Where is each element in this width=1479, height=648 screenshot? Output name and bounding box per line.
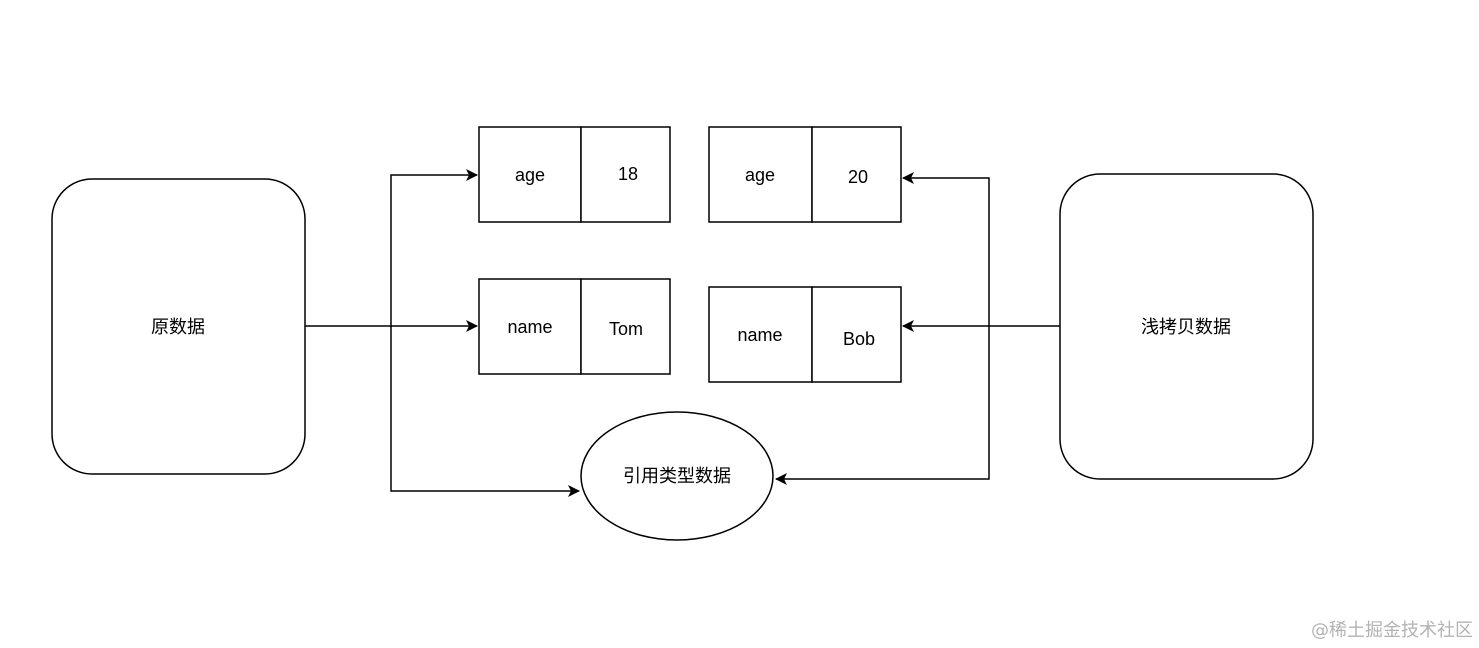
original-connectors [305,169,580,497]
shallow-copy-node[interactable]: 浅拷贝数据 [1059,173,1314,480]
original-age-field[interactable]: age 18 [478,126,671,223]
arrow-copy-to-age [902,172,990,326]
copy-age-field[interactable]: age 20 [708,126,902,223]
original-name-value: Tom [609,319,643,339]
arrow-original-to-age [390,169,478,326]
copy-age-key: age [745,165,775,185]
arrow-original-to-reference [390,326,580,497]
shallow-copy-label: 浅拷贝数据 [1141,317,1231,338]
reference-data-label: 引用类型数据 [623,466,731,487]
original-age-value: 18 [618,164,638,184]
original-data-label: 原数据 [151,317,205,338]
copy-connectors [775,172,1060,485]
copy-name-key: name [737,325,782,345]
original-data-node[interactable]: 原数据 [51,178,306,475]
reference-data-node[interactable]: 引用类型数据 [580,411,774,541]
original-name-field[interactable]: name Tom [478,278,671,375]
arrow-copy-to-reference [775,326,990,485]
copy-name-field[interactable]: name Bob [708,286,902,383]
watermark-text: @稀土掘金技术社区 [1311,620,1473,641]
copy-age-value: 20 [848,167,868,187]
original-name-key: name [507,317,552,337]
original-age-key: age [515,165,545,185]
copy-name-value: Bob [843,329,875,349]
